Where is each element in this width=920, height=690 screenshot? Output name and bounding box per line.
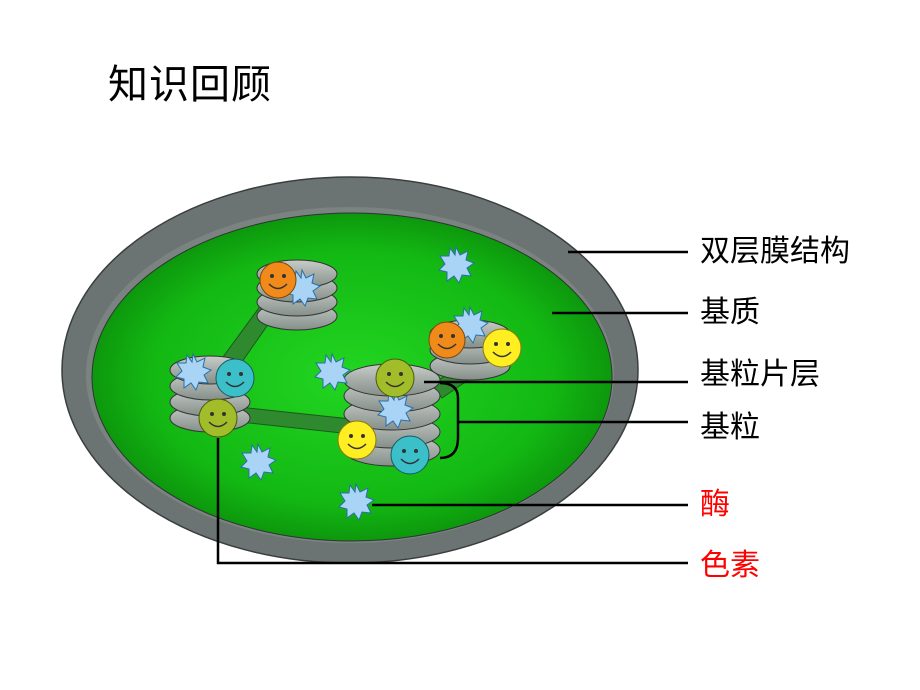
smiley-face-icon xyxy=(390,435,430,475)
leader-line-pigment xyxy=(216,438,688,565)
granum-bracket xyxy=(439,381,460,460)
smiley-face-icon xyxy=(259,261,297,299)
label-granum: 基粒 xyxy=(700,410,760,445)
leader-lines xyxy=(216,250,688,565)
smiley-face-icon xyxy=(375,358,415,398)
label-enzyme: 酶 xyxy=(700,487,730,522)
smiley-face-icon xyxy=(428,321,466,359)
label-stroma: 基质 xyxy=(700,295,760,330)
smiley-face-icon xyxy=(198,398,238,438)
smiley-face-icon xyxy=(337,420,377,460)
smiley-face-icon xyxy=(215,358,255,398)
pigments xyxy=(198,261,522,475)
label-thylakoid-lamella: 基粒片层 xyxy=(700,357,820,392)
label-pigment: 色素 xyxy=(700,548,760,583)
label-double-membrane: 双层膜结构 xyxy=(700,234,850,269)
page-title: 知识回顾 xyxy=(108,62,272,108)
smiley-face-icon xyxy=(482,328,522,368)
